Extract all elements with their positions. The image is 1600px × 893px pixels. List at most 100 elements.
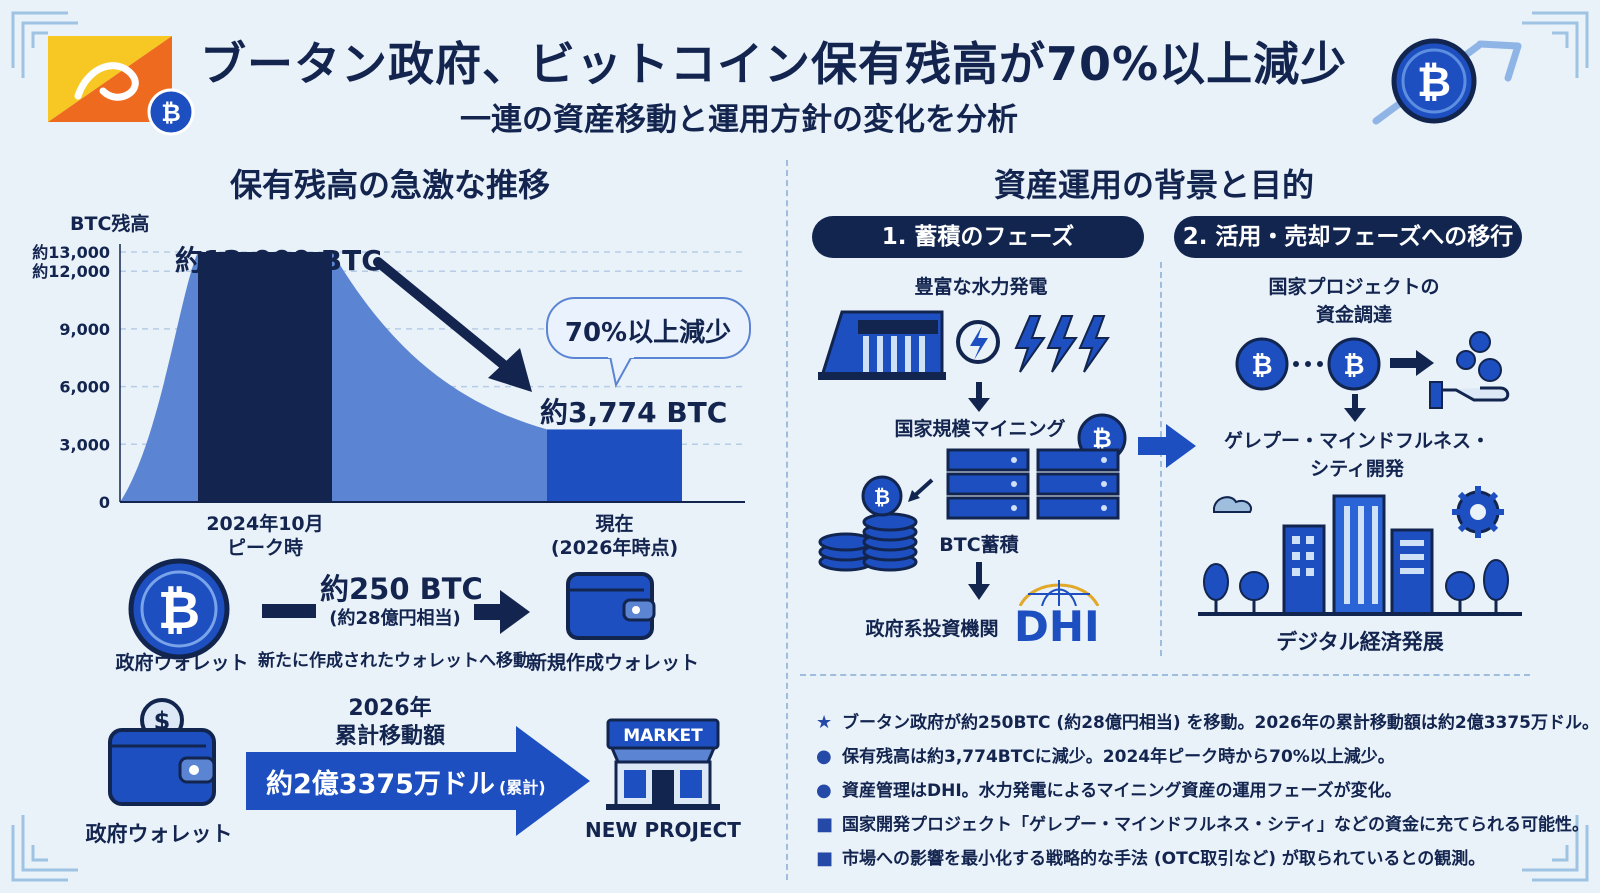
bullet-text: 資産管理はDHI。水力発電によるマイニング資産の運用フェーズが変化。: [842, 781, 1402, 801]
bullet-text: 国家開発プロジェクト「ゲレプー・マインドフルネス・シティ」などの資金に充てられる…: [842, 815, 1589, 835]
stack-btc-symbol: ₿: [874, 485, 890, 509]
phase2-pill: 2. 活用・売却フェーズへの移行: [1174, 216, 1522, 258]
government-wallet-btc-icon: ₿: [128, 558, 230, 660]
corner-ornament-top-left: [11, 11, 78, 78]
phase-transition-arrow: [1138, 424, 1196, 468]
bullet-star-icon: ★: [816, 712, 833, 733]
funding-btc-symbol-2: ₿: [1343, 351, 1364, 381]
flow1-amount: 約250 BTC: [320, 572, 483, 606]
cloud-icon: [1213, 496, 1252, 513]
flow2-amount-suffix: (累計): [498, 778, 546, 797]
summary-bullet: ● 保有残高は約3,774BTCに減少。2024年ピーク時から70%以上減少。: [816, 740, 1586, 774]
chart-y-tick-label: 約13,000: [32, 243, 110, 262]
funding-line2: 資金調達: [1315, 304, 1392, 326]
tree-icons: [1203, 559, 1509, 601]
header-btc-symbol: ₿: [1417, 57, 1451, 106]
dhi-logo: DHI: [1014, 602, 1100, 651]
chart-bar-peak: [198, 252, 332, 502]
bullets-divider: [800, 674, 1530, 676]
bullet-dot-icon: ●: [816, 746, 832, 767]
chart-y-tick-label: 3,000: [59, 435, 110, 454]
flow1-move-label: 新たに作成されたウォレットへ移動: [258, 651, 530, 671]
corner-ornament-top-right: [1522, 11, 1589, 78]
digital-economy-label: デジタル経済発展: [1276, 630, 1444, 654]
panel-divider: [786, 160, 788, 880]
chart-category-label: (2026年時点): [551, 536, 678, 559]
bullet-dot-icon: ●: [816, 780, 832, 801]
flow1-to-label: 新規作成ウォレット: [528, 652, 700, 674]
bullet-square-icon: ■: [816, 814, 834, 835]
corner-ornament-bottom-left: [11, 815, 78, 882]
hydro-dam-icon: [818, 310, 1110, 380]
digital-city-illustration: [1198, 486, 1522, 616]
flow2-to-label: NEW PROJECT: [585, 818, 741, 842]
chart-area-series: [120, 252, 547, 502]
chart-y-tick-label: 0: [99, 493, 110, 512]
flow1-line: [262, 604, 316, 618]
mining-btc-symbol: ₿: [1092, 425, 1112, 453]
gear-icon: [1452, 486, 1504, 538]
decline-arrow-shaft: [373, 257, 515, 375]
dhi-globe-icon: [1018, 580, 1100, 606]
summary-bullets: ★ ブータン政府が約250BTC (約28億円相当) を移動。2026年の累計移動…: [816, 706, 1599, 876]
current-value-label: 約3,774 BTC: [540, 396, 727, 429]
funding-line1: 国家プロジェクトの: [1268, 276, 1440, 298]
page-subtitle: 一連の資産移動と運用方針の変化を分析: [460, 102, 1018, 138]
funding-flow-icon: ₿ ₿: [1235, 331, 1510, 409]
flow2-amount-row: 約2億3375万ドル(累計): [266, 762, 546, 801]
flow2-amount: 約2億3375万ドル: [266, 769, 495, 800]
down-arrow-icon-3: [1344, 394, 1366, 422]
mining-label: 国家規模マイニング: [894, 418, 1066, 440]
renewable-cycle-icon: [956, 320, 1000, 364]
server-racks-icon: [946, 448, 1120, 520]
bullet-text: ブータン政府が約250BTC (約28億円相当) を移動。2026年の累計移動額…: [842, 713, 1600, 733]
bullet-text: 保有残高は約3,774BTCに減少。2024年ピーク時から70%以上減少。: [842, 747, 1395, 767]
coin-btc-symbol: ₿: [158, 581, 200, 641]
right-section-title: 資産運用の背景と目的: [994, 166, 1315, 204]
lightning-icons: [1014, 315, 1110, 373]
summary-bullet: ■ 国家開発プロジェクト「ゲレプー・マインドフルネス・シティ」などの資金に充てられ…: [816, 808, 1589, 842]
flow2-from-label: 政府ウォレット: [85, 822, 233, 846]
new-wallet-icon: [566, 572, 656, 640]
market-store-icon: MARKET: [606, 718, 720, 810]
investor-label: 政府系投資機関: [865, 618, 999, 640]
market-sign-text: MARKET: [623, 726, 703, 746]
summary-bullet: ★ ブータン政府が約250BTC (約28億円相当) を移動。2026年の累計移動…: [816, 706, 1599, 740]
chart-category-label: 現在: [595, 512, 633, 535]
flow2-heading-line2: 累計移動額: [334, 724, 445, 749]
government-wallet-dollar-icon: $: [108, 698, 216, 806]
bullet-square-icon: ■: [816, 848, 834, 869]
bullet-text: 市場への影響を最小化する戦略的な手法 (OTC取引など) が取られているとの観測…: [842, 849, 1486, 869]
phase1-pill: 1. 蓄積のフェーズ: [812, 216, 1144, 258]
flag-btc-symbol: ₿: [161, 99, 181, 127]
flow1-from-label: 政府ウォレット: [115, 652, 249, 674]
hydro-label: 豊富な水力発電: [914, 276, 1048, 298]
bhutan-flag-icon: ₿: [48, 36, 195, 136]
left-section-title: 保有残高の急激な推移: [230, 166, 551, 204]
funding-btc-symbol-1: ₿: [1251, 351, 1272, 381]
city-line1: ゲレプー・マインドフルネス・: [1223, 430, 1490, 452]
peak-value-label: 約13,000 BTC: [175, 244, 382, 277]
chart-category-label: 2024年10月: [206, 512, 323, 535]
chart-bar-current: [547, 429, 682, 502]
chart-y-axis-label: BTC残高: [70, 212, 149, 235]
flow2-big-arrow: [246, 726, 590, 836]
flow2-heading-line1: 2026年: [348, 696, 432, 721]
drop-callout-text: 70%以上減少: [565, 318, 731, 348]
chart-y-tick-label: 9,000: [59, 320, 110, 339]
drop-callout-bubble: 70%以上減少: [546, 297, 751, 388]
hand-coins-icon: [1429, 331, 1510, 409]
chart-y-tick-label: 6,000: [59, 378, 110, 397]
btc-accumulation-label: BTC蓄積: [939, 534, 1019, 556]
flow1-amount-sub: (約28億円相当): [329, 608, 461, 629]
corner-ornament-bottom-right: [1522, 815, 1589, 882]
btc-coin-stack-icon: ₿: [818, 475, 934, 572]
down-arrow-icon: [968, 382, 990, 412]
summary-bullet: ■ 市場への影響を最小化する戦略的な手法 (OTC取引など) が取られているとの観…: [816, 842, 1586, 876]
chart-category-label: ピーク時: [227, 537, 303, 559]
down-arrow-icon-2: [968, 562, 990, 600]
phase-divider: [1160, 262, 1162, 656]
